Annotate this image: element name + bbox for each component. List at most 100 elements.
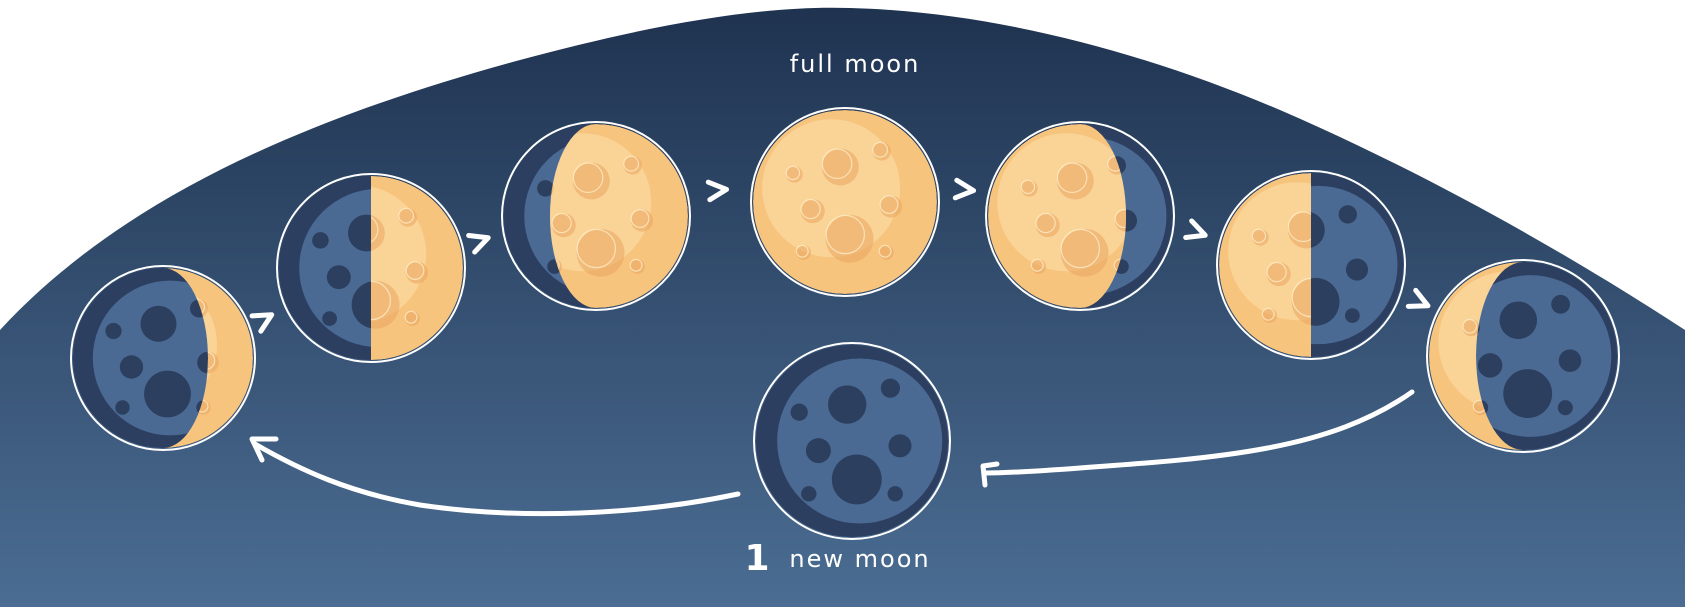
dark-crater — [880, 378, 901, 398]
moon-outline — [985, 121, 1175, 311]
moon-body — [279, 176, 463, 360]
moon-full — [750, 107, 940, 297]
lit-crater — [822, 148, 859, 186]
dark-crater — [144, 370, 191, 418]
moon-outline — [276, 173, 466, 363]
lit-crater-rim — [630, 209, 650, 229]
lit-crater-rim — [1462, 318, 1478, 334]
lit-crater-rim — [404, 310, 418, 324]
moon-phases — [70, 107, 1620, 540]
lit-crater — [1288, 211, 1312, 249]
lit-crater-rim — [1287, 211, 1312, 243]
night-sky-dome — [0, 7, 1685, 607]
moon-outline — [501, 121, 691, 311]
lit-crater-rim — [800, 198, 821, 220]
new-moon-number: 1 — [744, 538, 771, 579]
phase-arrow — [249, 312, 275, 334]
moon-outline — [750, 107, 940, 297]
moon-outline — [753, 342, 951, 540]
dark-crater — [805, 438, 831, 464]
dark-crater — [105, 322, 122, 340]
lit-crater — [879, 195, 903, 218]
lit-crater-rim — [398, 207, 415, 224]
lit-crater-rim — [1020, 179, 1036, 195]
lit-crater — [800, 199, 825, 224]
lit-crater-rim — [1261, 307, 1275, 321]
lit-crater — [573, 162, 610, 200]
dark-crater — [326, 265, 351, 290]
lit-crater-rim — [370, 280, 392, 321]
dark-crater — [140, 305, 177, 342]
lit-highlight — [1228, 182, 1312, 321]
dark-crater — [312, 232, 329, 249]
lit-crater-rim — [370, 214, 379, 246]
lit-crater-rim — [623, 155, 640, 172]
return-arrowhead-left — [249, 436, 279, 463]
dark-crater — [1558, 349, 1582, 372]
dark-crater — [1503, 369, 1553, 419]
moon-body — [753, 110, 937, 294]
lit-crater-rim — [821, 148, 853, 180]
dark-crater — [831, 454, 882, 505]
dark-crater — [801, 486, 817, 502]
lit-crater-rim — [879, 195, 899, 215]
dark-crater — [1477, 353, 1503, 378]
lit-crater — [576, 228, 625, 277]
lit-crater-rim — [872, 141, 889, 158]
lit-crater-rim — [785, 165, 801, 181]
lit-crater — [1060, 228, 1109, 277]
lit-crater — [1057, 162, 1094, 200]
dark-crater — [887, 486, 903, 502]
return-arrow-left — [252, 441, 741, 517]
dark-crater — [322, 311, 337, 326]
moon-body — [1219, 173, 1403, 357]
moon-body — [73, 268, 253, 448]
moon-shadow-face — [777, 358, 943, 524]
lit-crater-rim — [1056, 162, 1088, 194]
phase-arrow — [1183, 218, 1208, 241]
lit-crater — [551, 213, 576, 238]
lit-crater-rim — [825, 214, 866, 255]
moon-outline — [1426, 259, 1620, 453]
moon-body — [988, 124, 1172, 308]
lit-crater-rim — [405, 261, 425, 281]
lit-crater — [1035, 213, 1060, 238]
moon-lit-side — [370, 176, 463, 360]
lit-crater-rim — [1291, 277, 1312, 318]
moon-outline — [70, 265, 256, 451]
moon-lit-side — [753, 110, 937, 294]
dark-crater — [828, 385, 867, 424]
new-moon-label: new moon — [789, 545, 930, 573]
dark-crater — [537, 180, 554, 197]
moon-outline — [1216, 170, 1406, 360]
moon-waning-gibbous — [985, 121, 1175, 311]
lit-crater — [1266, 262, 1291, 287]
moon-body — [1429, 262, 1617, 450]
dark-crater — [888, 434, 912, 458]
lit-crater-rim — [1030, 258, 1044, 272]
dark-crater — [1499, 301, 1538, 340]
lit-crater — [825, 214, 874, 263]
lit-crater-rim — [576, 228, 617, 269]
moon-new — [753, 342, 951, 540]
lit-crater-rim — [1060, 228, 1101, 269]
lit-crater — [370, 214, 385, 252]
lit-crater-rim — [1266, 261, 1287, 283]
dark-crater — [115, 400, 130, 415]
lit-crater-rim — [878, 244, 892, 258]
phase-arrow — [466, 232, 491, 255]
lit-crater — [405, 261, 429, 284]
phase-arrow — [705, 179, 730, 203]
moon-waning-crescent — [1426, 259, 1620, 453]
moon-last-quarter — [1216, 170, 1406, 360]
lit-crater-rim — [1251, 228, 1267, 244]
lit-crater-rim — [629, 258, 643, 272]
lit-crater-rim — [795, 244, 809, 258]
dark-crater — [1557, 400, 1573, 416]
moon-body — [504, 124, 688, 308]
dark-crater — [1345, 308, 1360, 323]
dark-crater — [1551, 294, 1570, 314]
phase-arrow — [1405, 287, 1431, 309]
moon-lit-side — [1219, 173, 1312, 357]
